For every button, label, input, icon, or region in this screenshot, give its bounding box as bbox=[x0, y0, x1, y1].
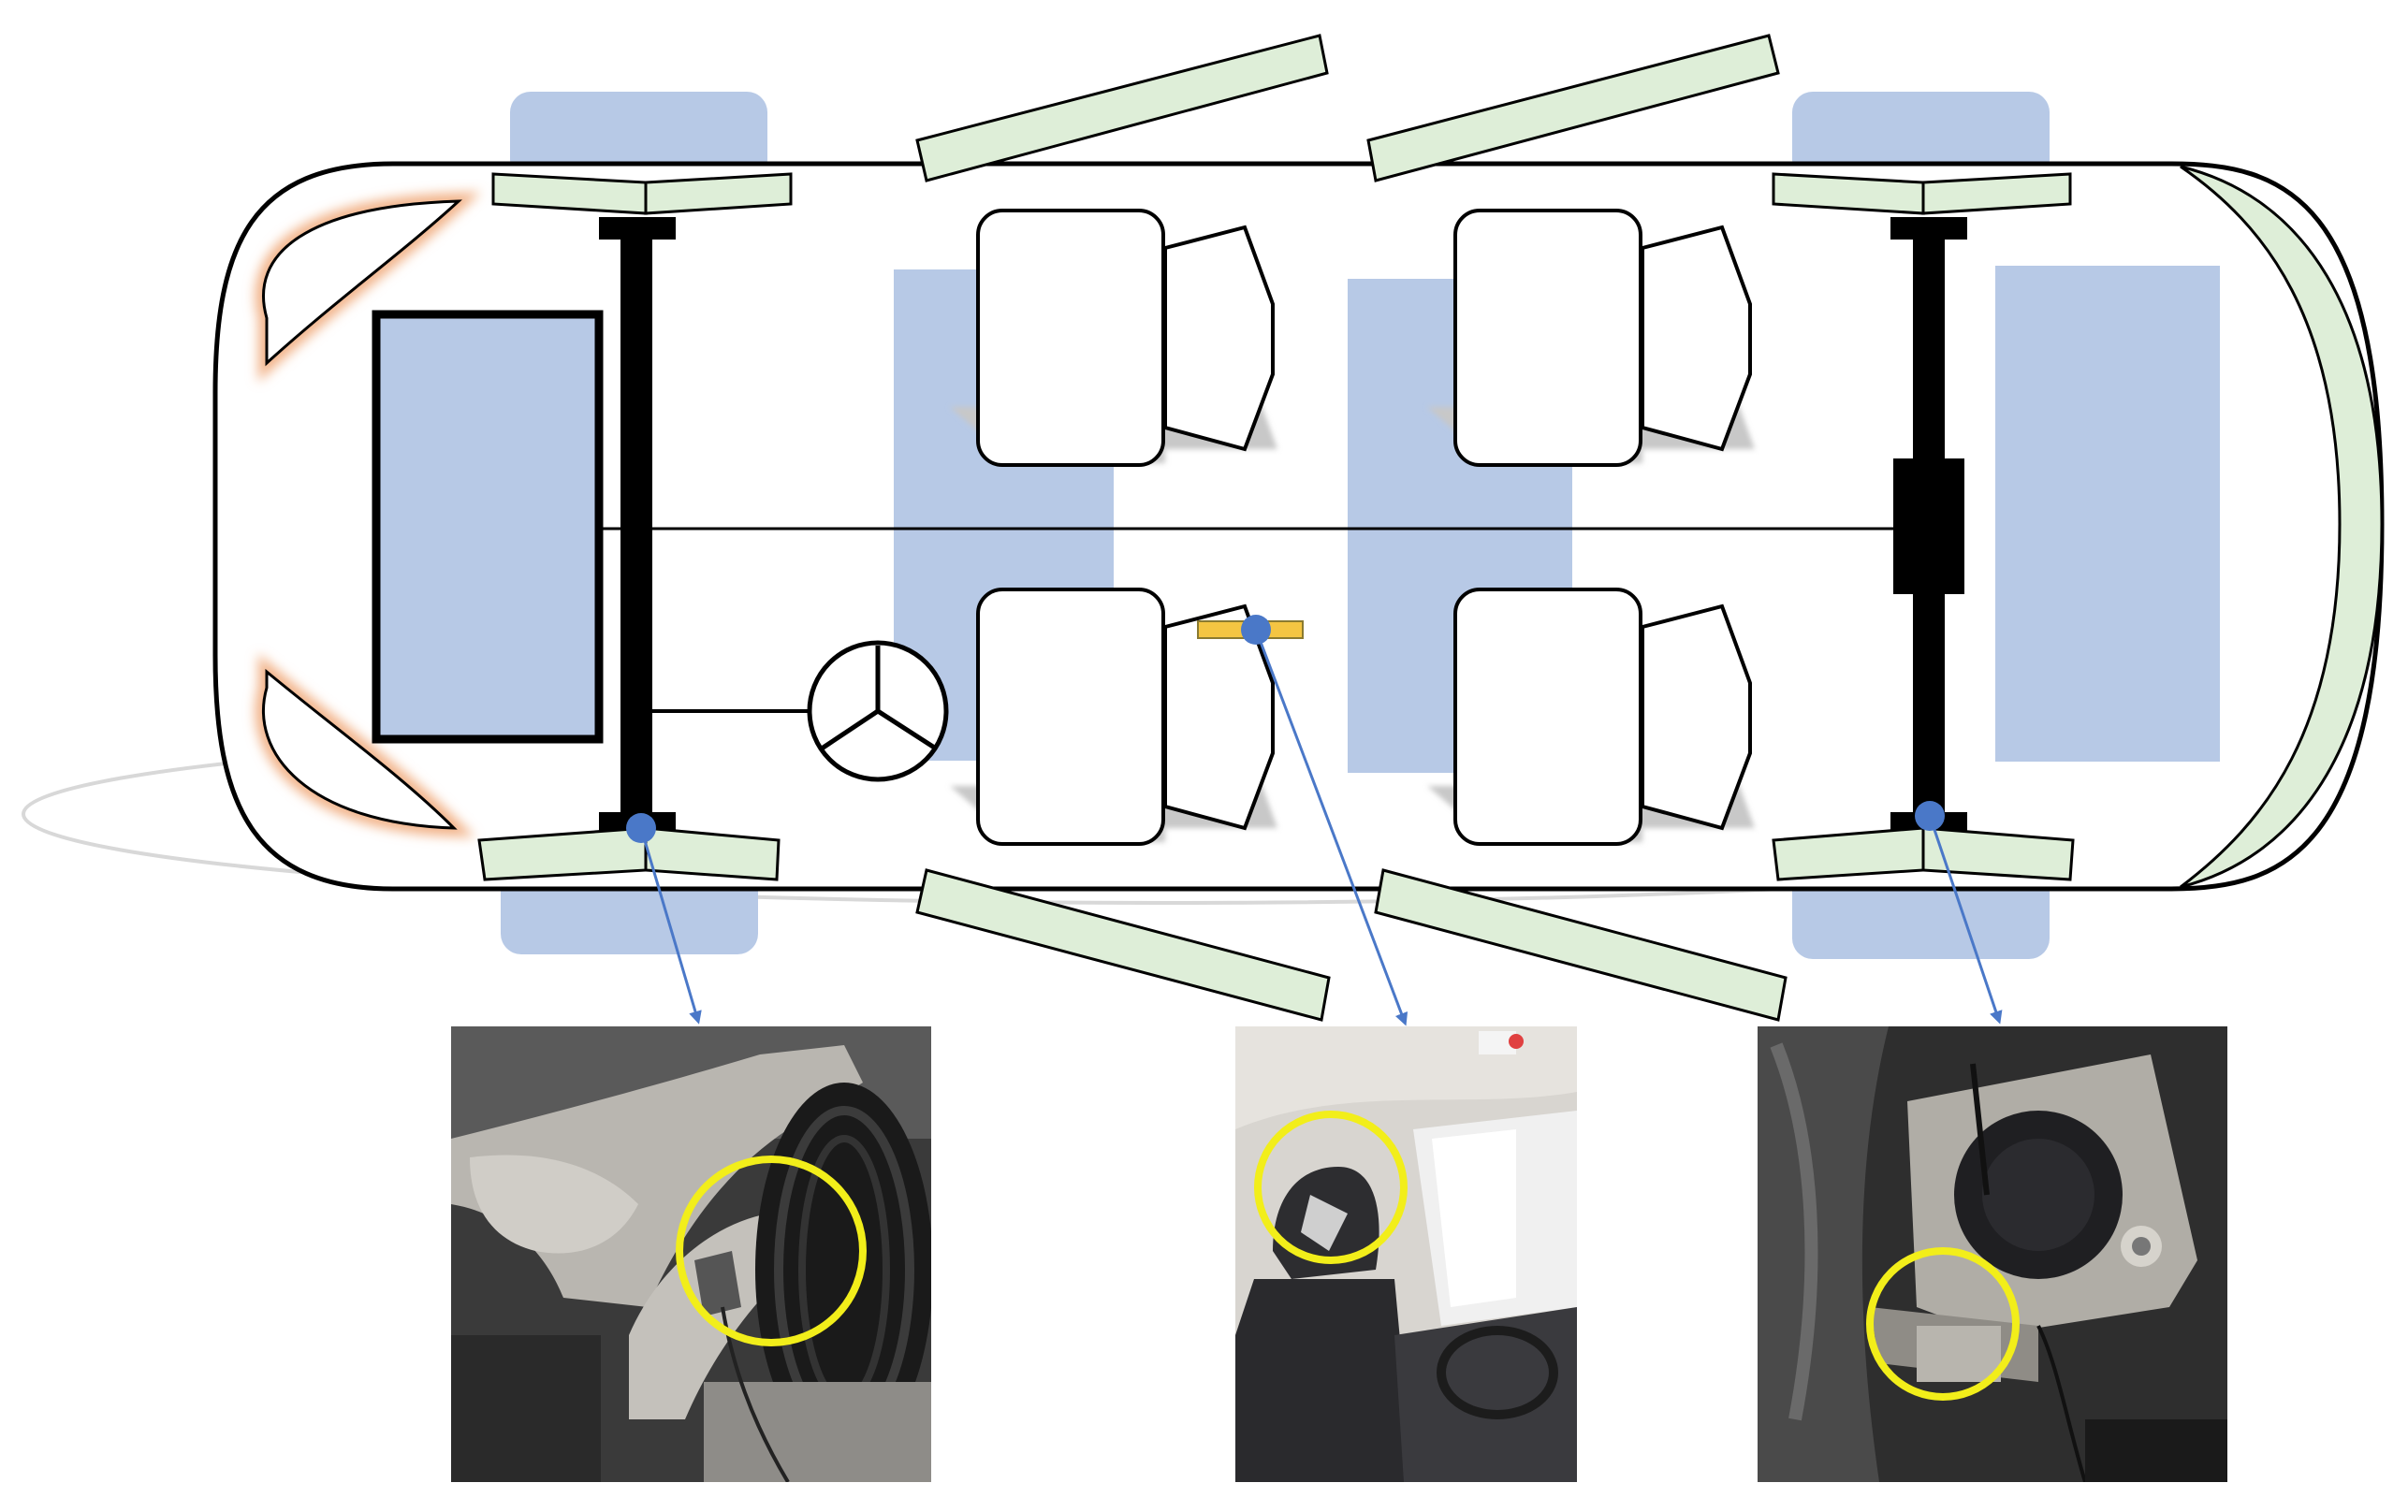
headlight-top bbox=[255, 192, 481, 383]
rear-suspension-image bbox=[1758, 1026, 2227, 1482]
front-suspension-image bbox=[451, 1026, 931, 1482]
cabin-seat-image bbox=[1235, 1026, 1577, 1482]
seat-rear-left-icon bbox=[1427, 209, 1755, 467]
rear-axle-cap-top bbox=[1890, 217, 1967, 240]
wheel-front-left-icon bbox=[510, 92, 767, 181]
zone-trunk bbox=[1995, 266, 2220, 762]
front-axle bbox=[620, 220, 652, 828]
fender-rear-left-b bbox=[1921, 172, 2072, 215]
photo-front-suspension bbox=[451, 1026, 931, 1482]
fender-rear-right-b bbox=[1921, 826, 2075, 881]
front-compartment bbox=[372, 310, 604, 744]
seat-front-right-icon bbox=[950, 588, 1277, 846]
seat-front-left-icon bbox=[950, 209, 1277, 467]
steering-wheel-icon bbox=[807, 640, 949, 782]
highlight-circle-icon bbox=[1254, 1111, 1408, 1264]
door-front-left bbox=[915, 34, 1329, 182]
arrow-seat bbox=[1254, 629, 1408, 1026]
door-rear-left bbox=[1366, 34, 1780, 182]
arrow-rear-axle bbox=[1928, 815, 2003, 1025]
front-axle-cap-top bbox=[599, 217, 676, 240]
seat-rear-right-icon bbox=[1427, 588, 1755, 846]
headlight-bottom bbox=[255, 653, 475, 837]
rear-differential bbox=[1893, 458, 1964, 594]
photo-cabin-seat bbox=[1235, 1026, 1577, 1482]
photo-rear-suspension bbox=[1758, 1026, 2227, 1482]
wheel-rear-left-icon bbox=[1792, 92, 2050, 181]
door-front-right bbox=[915, 868, 1331, 1022]
rear-hatch-panel bbox=[2180, 165, 2384, 889]
door-rear-right bbox=[1374, 868, 1788, 1022]
fender-front-left-b bbox=[644, 172, 793, 215]
arrow-front-axle bbox=[639, 827, 702, 1025]
highlight-circle-icon bbox=[676, 1156, 867, 1346]
car-body-outline bbox=[212, 161, 2385, 892]
highlight-circle-icon bbox=[1866, 1247, 2020, 1401]
fender-front-right-b bbox=[644, 826, 781, 881]
